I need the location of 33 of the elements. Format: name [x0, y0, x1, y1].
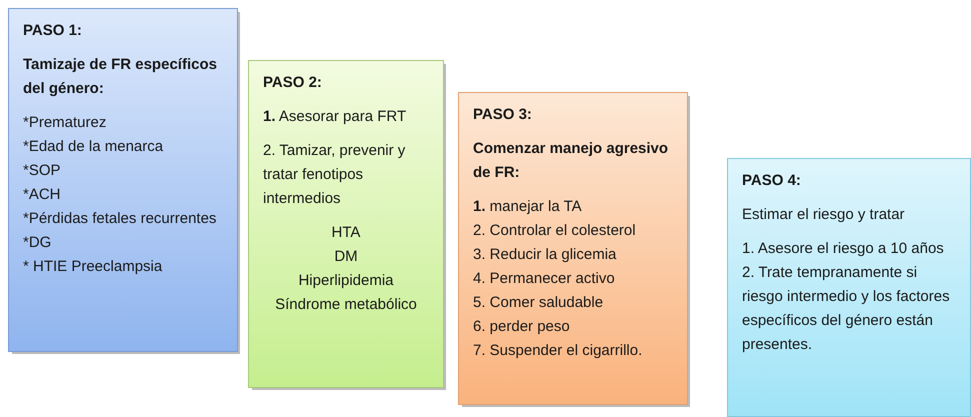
step-card — [727, 158, 971, 417]
step-subheading: Tamizaje de FR específicos del género: — [23, 55, 218, 99]
step-heading: PASO 3: — [473, 105, 533, 125]
step-heading: PASO 1: — [23, 21, 83, 41]
step-text: Síndrome metabólico — [274, 295, 418, 315]
step-text: HTA — [330, 223, 362, 243]
step-text: *Prematurez — [23, 113, 108, 133]
step-text: 3. Reducir la glicemia — [473, 245, 618, 265]
step-card — [8, 8, 238, 352]
step-text: Estimar el riesgo y tratar — [742, 205, 906, 225]
step-text: * HTIE Preeclampsia — [23, 257, 164, 277]
step-text: 1. Asesore el riesgo a 10 años — [742, 239, 945, 259]
step-text: 7. Suspender el cigarrillo. — [473, 341, 644, 361]
step-text: 2. Trate tempranamente si riesgo intermedio y los factores específicos del género están presentes. — [742, 263, 951, 355]
step-card — [458, 92, 688, 405]
step-text: *ACH — [23, 185, 62, 205]
step-text: 2. Controlar el colesterol — [473, 221, 637, 241]
step-heading: PASO 4: — [742, 171, 802, 191]
step-text: DM — [333, 247, 359, 267]
step-text: *SOP — [23, 161, 62, 181]
step-card — [248, 60, 444, 388]
step-text: 5. Comer saludable — [473, 293, 604, 313]
step-text: Hiperlipidemia — [297, 271, 395, 291]
step-text: 6. perder peso — [473, 317, 571, 337]
step-text: *DG — [23, 233, 52, 253]
step-heading: PASO 2: — [263, 73, 323, 93]
step-text: 2. Tamizar, prevenir y tratar fenotipos intermedios — [263, 141, 406, 209]
step-text: 4. Permanecer activo — [473, 269, 616, 289]
step-text: 1. Asesorar para FRT — [263, 107, 408, 127]
step-text: *Edad de la menarca — [23, 137, 164, 157]
step-text: 1. manejar la TA — [473, 197, 583, 217]
step-subheading: Comenzar manejo agresivo de FR: — [473, 139, 670, 183]
step-text: *Pérdidas fetales recurrentes — [23, 209, 218, 229]
